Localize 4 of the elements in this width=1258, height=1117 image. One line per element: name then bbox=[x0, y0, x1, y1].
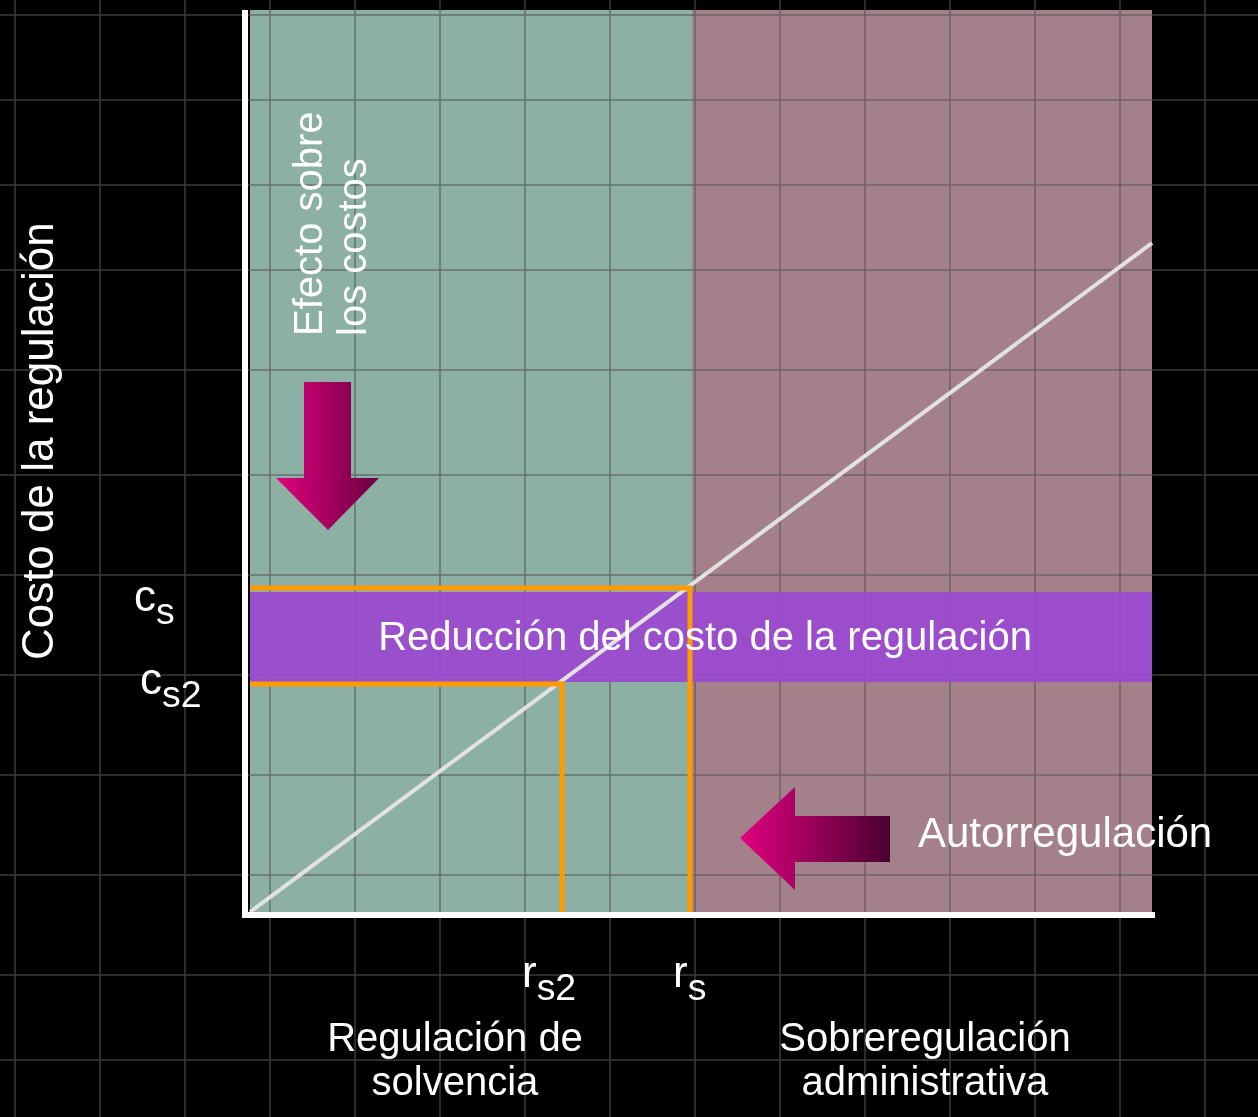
axis-title: Costo de la regulación bbox=[13, 221, 63, 663]
annotation-text: Efecto sobre los costos bbox=[286, 110, 374, 336]
axis-category-label: Sobreregulación administrativa bbox=[778, 1015, 1072, 1103]
axis-category-label: Regulación de solvencia bbox=[326, 1015, 584, 1103]
